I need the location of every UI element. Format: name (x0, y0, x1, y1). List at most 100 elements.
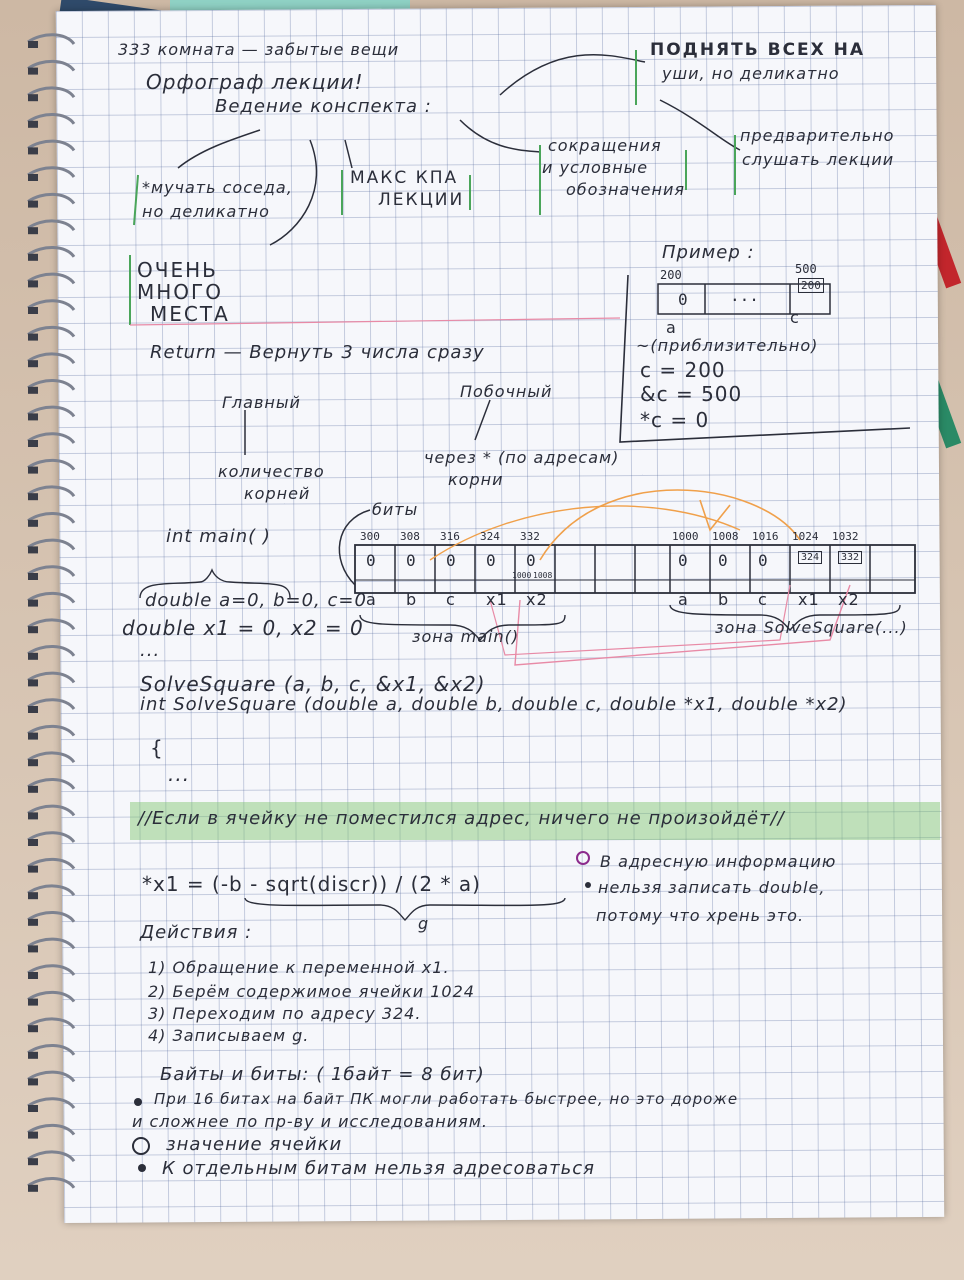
spiral-ring (27, 33, 76, 45)
memory-var-label: c (446, 590, 456, 609)
example-var-a: a (666, 318, 677, 337)
spiral-hole (28, 41, 38, 48)
main-label: Главный (222, 393, 301, 412)
spiral-hole (28, 998, 38, 1006)
memory-value: 0 (758, 551, 768, 570)
spiral-ring (27, 458, 76, 471)
spiral-ring (27, 671, 76, 684)
spiral-hole (28, 333, 38, 341)
raise-1: ПОДНЯТЬ ВСЕХ НА (650, 40, 866, 60)
action-item-4: 4) Записываем g. (148, 1026, 310, 1045)
spiral-ring (27, 113, 76, 125)
spiral-ring (27, 272, 76, 285)
spiral-ring (27, 618, 76, 631)
spiral-binding (27, 33, 76, 1192)
memory-value: 0 (366, 551, 376, 570)
memory-value: 0 (446, 551, 456, 570)
spiral-ring (27, 485, 76, 498)
memory-var-label: c (758, 590, 768, 609)
spiral-ring (27, 246, 76, 258)
spiral-hole (28, 1184, 38, 1192)
memory-var-label: a (366, 590, 377, 609)
memory-address: 324 (480, 530, 500, 543)
spiral-ring (27, 538, 76, 551)
example-amp-line: &c = 500 (640, 382, 743, 406)
roots-count-2: корней (244, 484, 311, 503)
listen-2: слушать лекции (742, 150, 895, 169)
neighbor-note-1: *мучать соседа, (142, 178, 293, 197)
example-addr-right: 500 (795, 262, 817, 276)
formula-note-2: нельзя записать double, (598, 878, 826, 897)
example-cell-zero: 0 (678, 290, 688, 309)
spiral-hole (28, 413, 38, 421)
tiny-addr-right: 1008 (533, 571, 553, 580)
spiral-ring (27, 166, 76, 178)
side-label: Побочный (460, 382, 553, 401)
spiral-hole (28, 1025, 38, 1033)
spiral-ring (27, 1150, 76, 1163)
code-double-abc: double a=0, b=0, c=0 (145, 590, 367, 611)
example-addr-left: 200 (660, 268, 682, 282)
code-ellipsis: ... (140, 640, 161, 661)
memory-address: 300 (360, 530, 380, 543)
spiral-hole (28, 519, 38, 527)
spiral-hole (28, 94, 38, 102)
code-int-main: int main( ) (166, 526, 271, 547)
formula-note-1: В адресную информацию (600, 852, 837, 871)
spiral-ring (27, 192, 76, 205)
spiral-ring (27, 512, 76, 524)
spiral-hole (28, 892, 38, 900)
conspect-heading: Ведение конспекта : (215, 96, 432, 117)
space-1: ОЧЕНЬ (137, 258, 218, 282)
spiral-hole (28, 253, 38, 261)
tiny-addr-left: 1000 (512, 571, 532, 580)
code-signature: int SolveSquare (double a, double b, dou… (140, 694, 848, 715)
memory-address: 1016 (752, 530, 779, 543)
spiral-ring (27, 724, 76, 737)
memory-address: 1008 (712, 530, 739, 543)
spiral-hole (28, 493, 38, 501)
actions-title: Действия : (140, 922, 253, 943)
spiral-hole (28, 67, 38, 75)
spiral-hole (28, 865, 38, 873)
spiral-ring (27, 937, 76, 950)
spiral-hole (28, 227, 38, 235)
spiral-ring (27, 778, 76, 790)
memory-value: 0 (526, 551, 536, 570)
spiral-hole (28, 1051, 38, 1059)
spiral-ring (27, 645, 76, 657)
spiral-hole (28, 1131, 38, 1139)
spiral-ring (27, 432, 76, 444)
spiral-ring (27, 591, 76, 604)
spiral-hole (28, 200, 38, 208)
spiral-hole (28, 466, 38, 474)
action-item-1: 1) Обращение к переменной x1. (148, 958, 450, 977)
spiral-ring (27, 219, 76, 232)
example-cell-dots: ... (730, 286, 759, 305)
memory-var-label: b (718, 590, 730, 609)
code-brace: { (150, 736, 164, 760)
memory-var-label: x2 (526, 590, 548, 609)
memory-value: 0 (406, 551, 416, 570)
example-title: Пример : (662, 242, 755, 263)
spiral-hole (28, 174, 38, 181)
bytes-bullet-1a: При 16 битах на байт ПК могли работать б… (154, 1090, 739, 1108)
memory-address: 1032 (832, 530, 859, 543)
spiral-hole (28, 360, 38, 368)
example-approx: ~(приблизительно) (636, 336, 819, 355)
listen-1: предварительно (740, 126, 895, 145)
maxkpa-1: МАКС КПА (350, 168, 459, 188)
spiral-hole (28, 386, 38, 394)
bytes-title: Байты и биты: ( 1байт = 8 бит) (160, 1064, 485, 1085)
memory-var-label: x2 (838, 590, 860, 609)
spiral-hole (28, 652, 38, 660)
room-note: 333 комната — забытые вещи (118, 40, 400, 59)
spiral-ring (27, 751, 76, 764)
example-var-c: c (790, 308, 800, 327)
spiral-ring (27, 884, 76, 897)
via-1: через * (по адресам) (424, 448, 620, 467)
abbrev-3: обозначения (566, 180, 685, 199)
neighbor-note-2: но деликатно (142, 202, 270, 221)
formula-expr: *x1 = (-b - sqrt(discr)) / (2 * a) (142, 872, 481, 896)
spiral-ring (27, 831, 76, 843)
